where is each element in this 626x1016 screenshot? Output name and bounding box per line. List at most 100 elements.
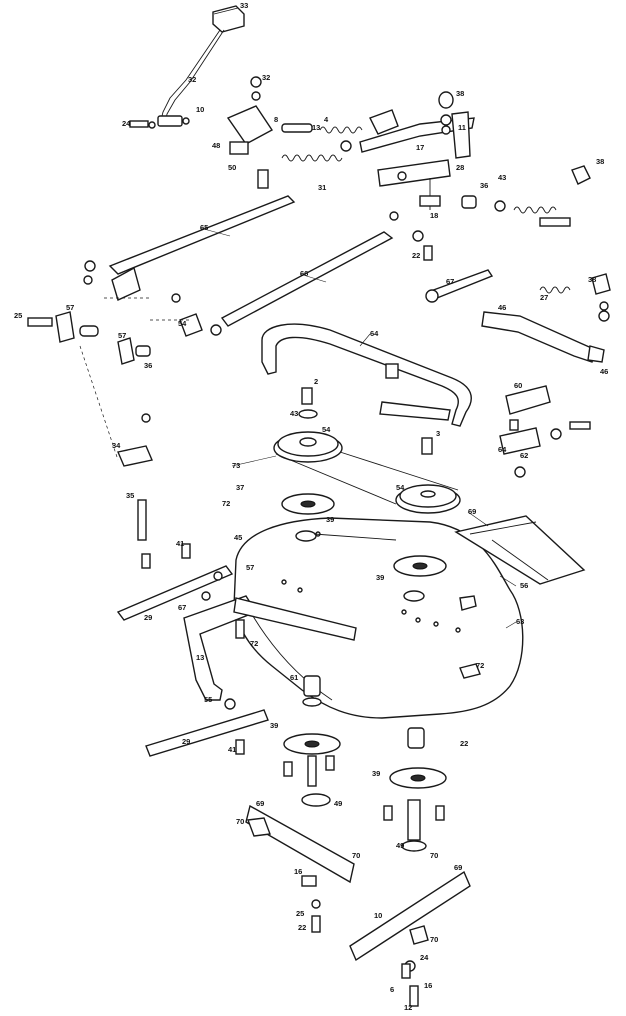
callout: 43 xyxy=(498,173,506,182)
callout: 43 xyxy=(290,409,298,418)
callout: 33 xyxy=(240,1,248,10)
callout-labels: 33 32 24 10 32 48 50 8 13 4 31 38 11 17 … xyxy=(14,1,608,1012)
callout: 25 xyxy=(14,311,22,320)
callout: 32 xyxy=(262,73,270,82)
callout: 54 xyxy=(396,483,405,492)
callout: 57 xyxy=(66,303,74,312)
callout: 67 xyxy=(446,277,454,286)
callout: 63 xyxy=(516,617,524,626)
lift-lever-assembly xyxy=(129,5,245,129)
callout: 72 xyxy=(222,499,230,508)
callout: 46 xyxy=(498,303,506,312)
callout: 8 xyxy=(274,115,278,124)
callout: 34 xyxy=(112,441,121,450)
callout: 10 xyxy=(374,911,382,920)
callout: 36 xyxy=(144,361,152,370)
right-spindle-pulley xyxy=(393,437,461,602)
callout: 64 xyxy=(370,329,379,338)
callout: 54 xyxy=(178,319,187,328)
callout: 48 xyxy=(212,141,220,150)
callout: 28 xyxy=(456,163,464,172)
discharge-shield xyxy=(454,515,586,585)
callout: 70 xyxy=(430,935,438,944)
callout: 16 xyxy=(294,867,302,876)
callout: 36 xyxy=(480,181,488,190)
callout: 22 xyxy=(298,923,306,932)
callout: 69 xyxy=(468,507,476,516)
lower-left-spindle xyxy=(283,675,341,807)
callout: 25 xyxy=(296,909,304,918)
leader-lines xyxy=(199,227,517,629)
callout: 12 xyxy=(404,1003,412,1012)
lower-right-spindle xyxy=(383,727,447,852)
callout: 39 xyxy=(376,573,384,582)
callout: 72 xyxy=(250,639,258,648)
callout: 13 xyxy=(312,123,320,132)
callout: 56 xyxy=(520,581,528,590)
callout: 39 xyxy=(372,769,380,778)
callout: 49 xyxy=(334,799,342,808)
left-spindle-pulley xyxy=(273,387,343,542)
callout: 13 xyxy=(196,653,204,662)
callout: 4 xyxy=(324,115,329,124)
callout: 70 xyxy=(430,851,438,860)
callout: 38 xyxy=(588,275,596,284)
callout: 50 xyxy=(228,163,236,172)
callout: 24 xyxy=(122,119,131,128)
callout: 11 xyxy=(458,123,466,132)
callout: 41 xyxy=(176,539,184,548)
callout: 10 xyxy=(196,105,204,114)
callout: 2 xyxy=(314,377,318,386)
cutter-blade-left xyxy=(245,804,355,933)
callout: 66 xyxy=(300,269,308,278)
callout: 70 xyxy=(352,851,360,860)
callout: 39 xyxy=(270,721,278,730)
callout: 24 xyxy=(420,953,429,962)
callout: 17 xyxy=(416,143,424,152)
callout: 61 xyxy=(290,673,298,682)
callout: 57 xyxy=(118,331,126,340)
deck-lift-arms xyxy=(116,413,357,757)
callout: 41 xyxy=(228,745,236,754)
callout: 22 xyxy=(412,251,420,260)
callout: 22 xyxy=(460,739,468,748)
callout: 54 xyxy=(322,425,331,434)
callout: 69 xyxy=(256,799,264,808)
belt-guard xyxy=(261,323,472,427)
callout: 73 xyxy=(232,461,240,470)
callout: 38 xyxy=(456,89,464,98)
callout: 3 xyxy=(436,429,440,438)
cutter-blade-right xyxy=(349,870,471,1007)
callout: 35 xyxy=(126,491,134,500)
callout: 49 xyxy=(396,841,404,850)
callout: 45 xyxy=(234,533,242,542)
lift-shaft-assembly xyxy=(226,76,591,261)
callout: 70 xyxy=(236,817,244,826)
callout: 39 xyxy=(326,515,334,524)
right-lift-linkage xyxy=(425,269,611,478)
callout: 38 xyxy=(596,157,604,166)
callout: 57 xyxy=(246,563,254,572)
callout: 32 xyxy=(188,75,196,84)
callout: 62 xyxy=(520,451,528,460)
callout: 29 xyxy=(144,613,152,622)
callout: 67 xyxy=(178,603,186,612)
callout: 37 xyxy=(236,483,244,492)
callout: 60 xyxy=(514,381,522,390)
mower-deck xyxy=(233,517,524,719)
callout: 27 xyxy=(540,293,548,302)
callout: 18 xyxy=(430,211,438,220)
callout: 6 xyxy=(390,985,394,994)
callout: 29 xyxy=(182,737,190,746)
drive-belt xyxy=(275,451,459,541)
callout: 31 xyxy=(318,183,326,192)
callout: 46 xyxy=(600,367,608,376)
callout: 16 xyxy=(424,981,432,990)
callout: 72 xyxy=(476,661,484,670)
callout: 69 xyxy=(454,863,462,872)
callout: 64 xyxy=(498,445,507,454)
lift-link-rods xyxy=(27,195,394,461)
callout: 65 xyxy=(200,223,208,232)
callout: 55 xyxy=(204,695,212,704)
